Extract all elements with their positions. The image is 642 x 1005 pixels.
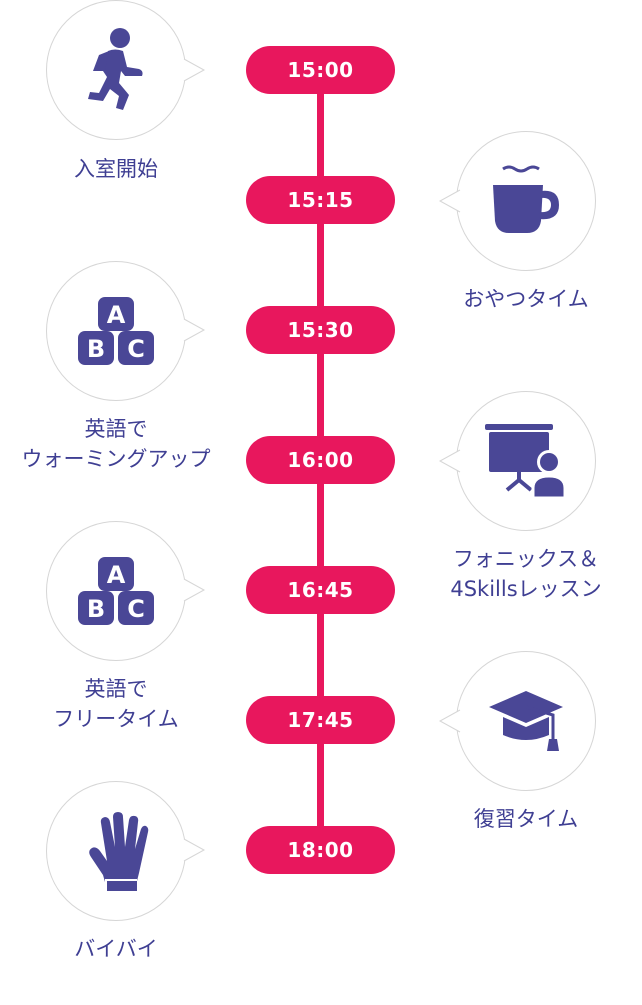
bubble-freetime: A B C (46, 521, 186, 661)
bubble-snack (456, 131, 596, 271)
bubble-arrival (46, 0, 186, 140)
label-freetime: 英語で フリータイム (16, 674, 216, 734)
svg-text:B: B (87, 595, 105, 623)
svg-text:C: C (127, 335, 145, 363)
bubble-review (456, 651, 596, 791)
time-pill-1745: 17:45 (246, 696, 395, 744)
time-pill-1530: 15:30 (246, 306, 395, 354)
bubble-tail (438, 189, 461, 213)
label-line: 4Skillsレッスン (450, 577, 602, 601)
label-line: ウォーミングアップ (21, 447, 211, 471)
bubble-tail (183, 318, 206, 342)
bubble-tail (183, 58, 206, 82)
time-pill-1500: 15:00 (246, 46, 395, 94)
label-review: 復習タイム (436, 804, 616, 834)
bubble-lesson (456, 391, 596, 531)
label-line: 英語で (84, 677, 148, 701)
label-snack: おやつタイム (436, 284, 616, 314)
bubble-byebye (46, 781, 186, 921)
bubble-tail (183, 838, 206, 862)
time-pill-1515: 15:15 (246, 176, 395, 224)
presentation-board-icon (483, 424, 569, 498)
label-byebye: バイバイ (46, 934, 186, 964)
running-person-icon (83, 27, 149, 113)
label-line: 入室開始 (74, 157, 158, 181)
time-pill-1800: 18:00 (246, 826, 395, 874)
label-line: 復習タイム (473, 807, 579, 831)
svg-text:C: C (127, 595, 145, 623)
abc-blocks-icon: A B C (76, 555, 156, 627)
time-pill-1600: 16:00 (246, 436, 395, 484)
time-pill-1645: 16:45 (246, 566, 395, 614)
bubble-warmup: A B C (46, 261, 186, 401)
waving-hand-icon (83, 811, 149, 891)
label-warmup: 英語で ウォーミングアップ (0, 414, 232, 474)
bubble-tail (183, 578, 206, 602)
graduation-cap-icon (487, 689, 565, 753)
coffee-cup-icon (489, 165, 563, 237)
svg-text:A: A (107, 301, 126, 329)
label-line: フォニックス＆ (452, 547, 600, 571)
svg-text:B: B (87, 335, 105, 363)
label-line: おやつタイム (463, 287, 589, 311)
svg-text:A: A (107, 561, 126, 589)
bubble-tail (438, 709, 461, 733)
label-lesson: フォニックス＆ 4Skillsレッスン (426, 544, 626, 604)
label-line: フリータイム (53, 707, 179, 731)
abc-blocks-icon: A B C (76, 295, 156, 367)
label-line: 英語で (84, 417, 148, 441)
bubble-tail (438, 449, 461, 473)
label-arrival: 入室開始 (46, 154, 186, 184)
label-line: バイバイ (74, 937, 158, 961)
